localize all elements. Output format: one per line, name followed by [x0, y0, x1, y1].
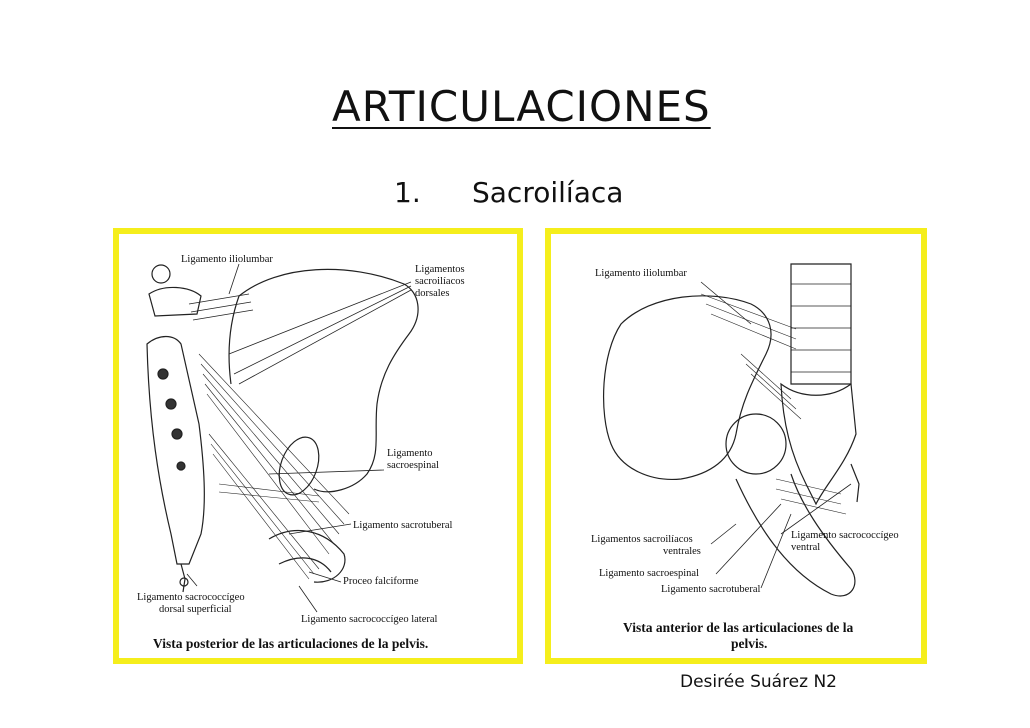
label-sacrococcigeo-ventral-line2: ventral: [791, 542, 821, 553]
label-sacrotuberal-posterior: Ligamento sacrotuberal: [353, 520, 453, 531]
caption-anterior-line1: Vista anterior de las articulaciones de …: [623, 620, 854, 635]
label-sacrococcigeo-ventral-line1: Ligamento sacrococcígeo: [791, 530, 899, 541]
caption-posterior: Vista posterior de las articulaciones de…: [153, 636, 429, 651]
section-heading: 1. Sacroilíaca: [394, 176, 623, 209]
label-ventrales-line2: ventrales: [663, 546, 701, 557]
label-sacrococcigeo-dorsal-line1: Ligamento sacrococcígeo: [137, 592, 245, 603]
caption-anterior-line2: pelvis.: [731, 636, 768, 651]
label-sacroespinal-line1: Ligamento: [387, 448, 433, 459]
author-name: Desirée Suárez N2: [680, 672, 837, 692]
label-iliolumbar-posterior: Ligamento iliolumbar: [181, 254, 273, 265]
label-dorsales-line1: Ligamentos: [415, 264, 465, 275]
page-title: ARTICULACIONES: [332, 82, 711, 131]
section-number: 1.: [394, 176, 421, 209]
section-name: Sacroilíaca: [472, 176, 624, 209]
anterior-view-figure: Ligamento iliolumbar Ligamentos sacroilí…: [545, 228, 927, 664]
label-dorsales-line2: sacroilíacos: [415, 276, 465, 287]
posterior-view-figure: Ligamento iliolumbar Ligamentos sacroilí…: [113, 228, 523, 664]
posterior-pelvis-illustration: [146, 263, 419, 613]
label-sacrotuberal-anterior: Ligamento sacrotuberal: [661, 584, 761, 595]
anterior-pelvis-illustration: [602, 263, 860, 597]
label-sacroespinal-anterior: Ligamento sacroespinal: [599, 568, 700, 579]
label-falciforme: Proceo falciforme: [343, 576, 419, 587]
label-iliolumbar-anterior: Ligamento iliolumbar: [595, 268, 687, 279]
label-dorsales-line3: dorsales: [415, 288, 450, 299]
label-sacrococcigeo-lateral: Ligamento sacrococcígeo lateral: [301, 614, 438, 625]
label-sacroespinal-line2: sacroespinal: [387, 460, 439, 471]
label-ventrales-line1: Ligamentos sacroilíacos: [591, 534, 693, 545]
label-sacrococcigeo-dorsal-line2: dorsal superficial: [159, 604, 232, 615]
